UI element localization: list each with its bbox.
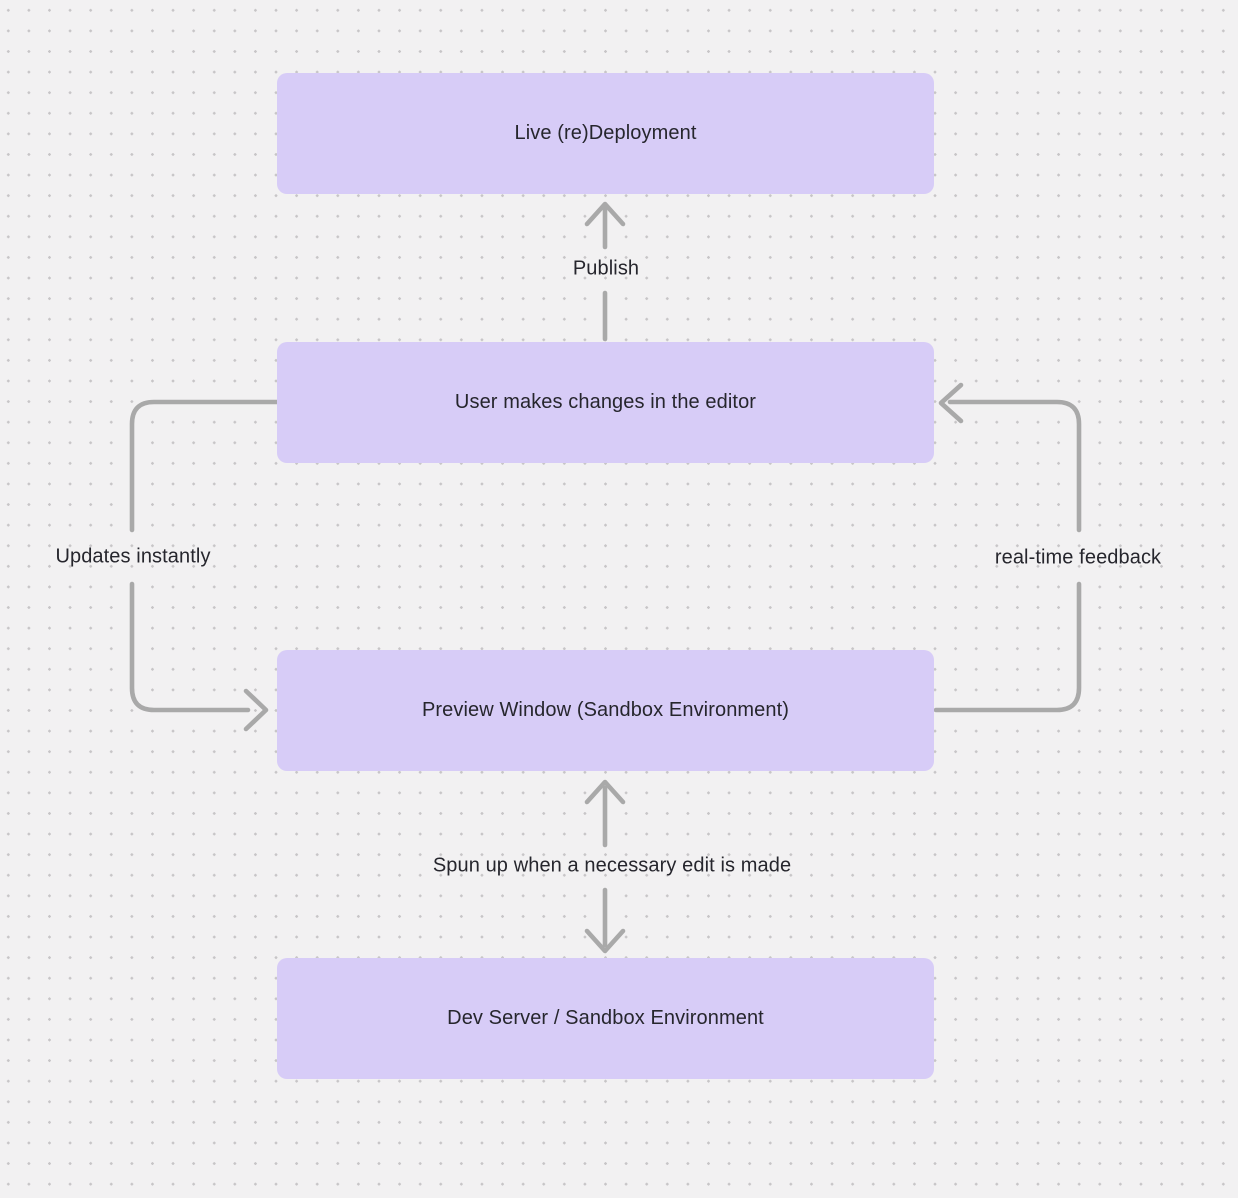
- node-editor[interactable]: User makes changes in the editor: [277, 342, 934, 463]
- arrow-up-icon: [584, 779, 626, 805]
- node-dev-server[interactable]: Dev Server / Sandbox Environment: [277, 958, 934, 1079]
- edge-feedback-segment-top: [947, 399, 1082, 533]
- edge-feedback-segment-bottom: [933, 581, 1082, 713]
- arrow-right-icon: [243, 688, 269, 732]
- edge-label-updates-instantly: Updates instantly: [55, 545, 211, 568]
- edge-updates-segment-bottom: [129, 581, 251, 713]
- node-label-preview-window: Preview Window (Sandbox Environment): [421, 699, 790, 721]
- node-label-dev-server: Dev Server / Sandbox Environment: [447, 1007, 764, 1029]
- arrow-down-icon: [584, 928, 626, 954]
- node-label-live-redeployment: Live (re)Deployment: [514, 122, 697, 144]
- node-live-redeployment[interactable]: Live (re)Deployment: [277, 73, 934, 194]
- arrow-left-icon: [938, 382, 964, 424]
- node-preview-window[interactable]: Preview Window (Sandbox Environment): [277, 650, 934, 771]
- arrow-up-icon: [584, 201, 626, 227]
- edge-label-realtime-feedback: real-time feedback: [994, 546, 1162, 569]
- edge-label-spun-up: Spun up when a necessary edit is made: [432, 854, 792, 877]
- node-label-editor: User makes changes in the editor: [454, 391, 757, 413]
- edge-updates-segment-top: [129, 399, 280, 533]
- edge-label-publish: Publish: [572, 257, 640, 280]
